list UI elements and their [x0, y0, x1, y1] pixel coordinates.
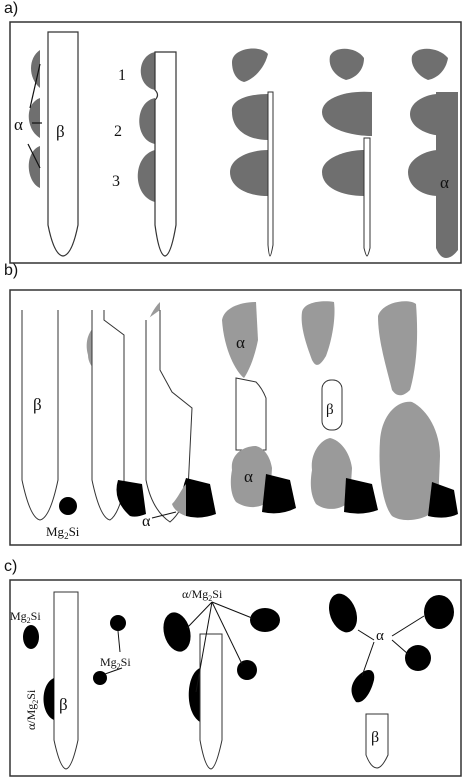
- mg2si-particle: [344, 478, 378, 514]
- alpha-label: α: [440, 173, 449, 192]
- alpha-particle: [408, 150, 438, 196]
- alpha-particle: [139, 98, 155, 144]
- beta-label: β: [371, 729, 379, 746]
- alpha-label: α: [142, 513, 151, 530]
- alpha-particle: [378, 301, 417, 395]
- panel-c-stage-1: Mg2Si β α/Mg2Si: [10, 592, 78, 769]
- alpha-particle: [29, 146, 40, 188]
- alpha-mg2si-particle: [237, 660, 257, 680]
- panel-a-stage-3: [230, 48, 273, 256]
- alpha-mg2si-particle: [424, 595, 454, 629]
- mg2si-particle: [262, 474, 296, 513]
- alpha-particle: [412, 49, 448, 80]
- beta-plate: [155, 52, 176, 256]
- panel-c-stage-4: α β: [324, 590, 454, 768]
- beta-plate: [48, 32, 78, 256]
- alpha-particle: [141, 52, 155, 90]
- beta-plate: [54, 592, 78, 769]
- alpha-mg2si-particle: [44, 678, 55, 720]
- alpha-particle: [322, 150, 364, 196]
- beta-plate: [236, 378, 266, 450]
- leader-line: [392, 640, 408, 654]
- mg2si-particle: [182, 478, 216, 518]
- panel-b-stage-3: α: [142, 302, 216, 530]
- leader-line: [358, 630, 374, 640]
- alpha-label: α: [14, 115, 23, 134]
- panel-b-stage-4: α α: [222, 302, 296, 513]
- mg2si-particle: [23, 625, 39, 649]
- alpha-mg2si-label: α/Mg2Si: [182, 587, 223, 603]
- leader-line: [118, 631, 120, 652]
- panel-a: α β 1 2 3: [10, 22, 461, 263]
- alpha-mg2si-particle: [405, 645, 431, 671]
- alpha-mg2si-particle: [250, 608, 280, 632]
- mg2si-label: Mg2Si: [46, 524, 80, 541]
- mg2si-label: Mg2Si: [10, 609, 41, 625]
- beta-label: β: [56, 122, 65, 141]
- panel-c-stage-2: Mg2Si: [93, 615, 131, 685]
- mg2si-particle: [110, 615, 126, 631]
- beta-plate: [268, 92, 273, 256]
- alpha-mg2si-particle: [189, 668, 200, 722]
- site-2-label: 2: [114, 123, 122, 140]
- panel-a-stage-2: 1 2 3: [112, 52, 176, 256]
- site-1-label: 1: [118, 67, 126, 84]
- panel-c-stage-3: α/Mg2Si: [159, 587, 280, 769]
- alpha-particle: [138, 150, 155, 202]
- mg2si-particle: [428, 482, 458, 518]
- alpha-particle: [232, 94, 268, 140]
- panel-c: Mg2Si β α/Mg2Si Mg2Si α/Mg2Si: [10, 580, 461, 776]
- site-3-label: 3: [112, 173, 120, 190]
- beta-plate: [22, 310, 58, 520]
- panel-b-stage-1: β Mg2Si: [22, 310, 80, 541]
- panel-b: β Mg2Si α α α: [10, 290, 461, 545]
- beta-plate: [364, 138, 370, 256]
- beta-plate: [200, 634, 222, 769]
- leader-line: [212, 602, 252, 618]
- mg2si-label: Mg2Si: [100, 655, 131, 671]
- beta-label: β: [326, 402, 334, 418]
- alpha-label: α: [244, 467, 253, 486]
- leader-line: [392, 616, 424, 636]
- alpha-particle: [232, 48, 268, 82]
- alpha-mg2si-particle: [159, 609, 194, 654]
- mg2si-particle: [93, 671, 107, 685]
- panel-a-stage-5: α: [408, 49, 458, 258]
- panel-a-stage-4: [322, 49, 372, 256]
- alpha-label: α: [376, 628, 384, 644]
- alpha-particle: [302, 301, 335, 365]
- alpha-particle: [330, 49, 364, 80]
- beta-label: β: [59, 695, 68, 714]
- alpha-particle: [322, 92, 372, 136]
- alpha-particle: [230, 150, 268, 196]
- panel-b-stage-6: [378, 301, 458, 520]
- mg2si-particle: [117, 480, 147, 517]
- panel-b-stage-2: [87, 310, 146, 520]
- beta-label: β: [33, 395, 42, 414]
- alpha-mg2si-label: α/Mg2Si: [24, 689, 40, 730]
- panel-a-stage-1: α β: [14, 32, 78, 256]
- mg2si-particle: [59, 497, 77, 515]
- alpha-label: α: [236, 333, 245, 352]
- alpha-mg2si-particle: [324, 590, 362, 636]
- panel-b-stage-5: β: [302, 301, 378, 513]
